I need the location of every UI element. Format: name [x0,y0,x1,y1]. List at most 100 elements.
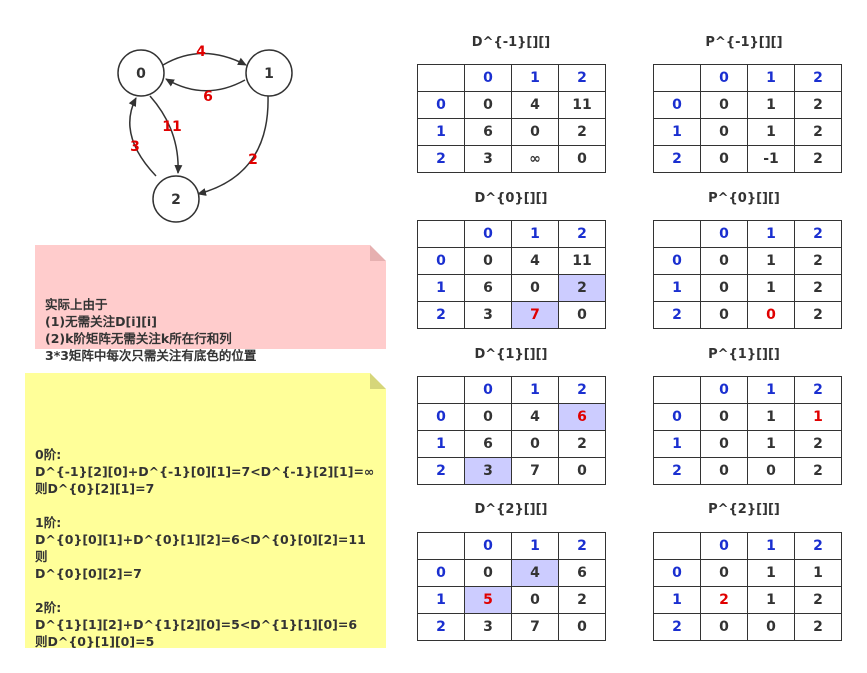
matrix-row-header: 0 [653,403,701,431]
matrix-row-header: 2 [417,301,465,329]
matrix-col-header: 2 [794,532,842,560]
matrix-row-header: 1 [653,118,701,146]
matrix-cell: 0 [511,274,559,302]
edge-0-1 [162,52,247,66]
matrix-cell: 6 [558,559,606,587]
matrix-row-header: 0 [653,247,701,275]
matrix-row-header: 1 [653,586,701,614]
matrix-col-header: 0 [700,376,748,404]
matrix-title: D^{-1}[][] [471,35,551,50]
matrix-row-header: 1 [417,430,465,458]
matrix-col-header [417,220,465,248]
matrix-cell: 7 [511,613,559,641]
note-yellow: 0阶: D^{-1}[2][0]+D^{-1}[0][1]=7<D^{-1}[2… [25,373,386,649]
matrix-title: P^{0}[][] [708,191,780,206]
note-pink: 实际上由于 (1)无需关注D[i][i] (2)k阶矩阵无需关注k所在行和列 3… [35,245,386,363]
matrix-col-header: 1 [511,64,559,92]
matrix-title: P^{-1}[][] [705,35,783,50]
matrix-cell: 0 [511,118,559,146]
matrix-row-header: 0 [653,91,701,119]
matrix-cell: 4 [511,403,559,431]
matrix-cell: 0 [700,274,748,302]
matrix-row-header: 0 [417,403,465,431]
matrix-cell: 2 [558,118,606,146]
matrix-col-header [653,220,701,248]
matrix-cell: 6 [464,274,512,302]
matrix-cell: 1 [794,403,842,431]
matrix-col-header: 2 [794,220,842,248]
matrix-cell: 6 [464,118,512,146]
matrix-cell: 1 [747,586,795,614]
graph-node-label: 0 [136,66,146,82]
matrix-row-header: 0 [653,559,701,587]
matrix-col-header: 2 [794,376,842,404]
matrix-cell: 0 [700,91,748,119]
edge-weight: 11 [162,119,181,135]
matrix-col-header: 2 [794,64,842,92]
graph-node-2 [152,175,200,223]
matrix-col-header: 0 [464,64,512,92]
matrix-cell: 2 [794,301,842,329]
matrix-row-header: 0 [417,247,465,275]
edge-weight: 4 [196,44,206,60]
matrix-row-header: 0 [417,91,465,119]
edge-2-0 [128,97,157,177]
edge-1-2 [197,95,269,196]
matrix-col-header: 2 [558,532,606,560]
matrix-row-header: 2 [653,613,701,641]
matrix-cell: 0 [747,301,795,329]
matrix-row-header: 1 [653,274,701,302]
matrix-cell: -1 [747,145,795,173]
matrix-col-header: 1 [511,220,559,248]
matrix-row-header: 2 [653,145,701,173]
graph-node-0 [117,49,165,97]
matrix-cell: 0 [700,403,748,431]
matrix-cell: 1 [747,430,795,458]
matrix-row-header: 2 [417,145,465,173]
matrix-col-header: 1 [747,220,795,248]
note-fold [370,373,386,389]
matrix-cell: 0 [700,247,748,275]
matrix-cell: 1 [747,559,795,587]
matrix-cell: 0 [464,403,512,431]
edge-weight: 2 [248,152,258,168]
matrix-col-header: 1 [747,64,795,92]
matrix-title: D^{2}[][] [474,502,548,517]
matrix-row-header: 1 [417,586,465,614]
graph-diagram: 4 6 11 3 2 0 1 2 [117,44,293,223]
edge-weight: 6 [203,89,213,105]
matrix-cell: 0 [464,247,512,275]
matrix-col-header: 0 [700,64,748,92]
matrix-col-header [653,532,701,560]
matrix-col-header [653,376,701,404]
matrix-cell: 0 [511,586,559,614]
matrix-cell: 7 [511,301,559,329]
matrix-row-header: 0 [417,559,465,587]
matrix-cell: 7 [511,457,559,485]
matrix-row-header: 2 [653,457,701,485]
